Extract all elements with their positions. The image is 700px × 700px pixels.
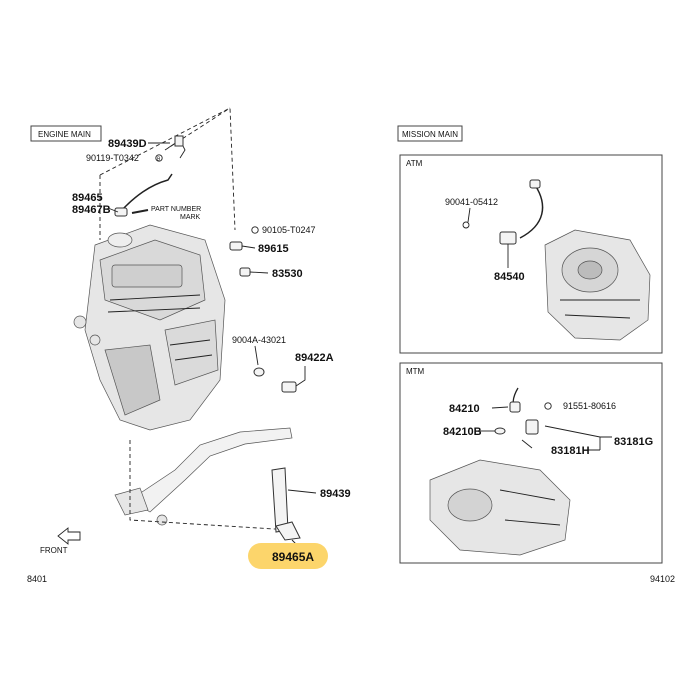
callout-89439: 89439	[320, 488, 351, 500]
leader-dash	[99, 107, 236, 240]
atm-box	[399, 154, 663, 354]
callout-9004a: 9004A-43021	[232, 335, 286, 345]
mtm-label: MTM	[406, 367, 425, 376]
callout-91551: 91551-80616	[563, 401, 616, 411]
engine-illustration	[73, 224, 226, 431]
callout-90041: 90041-05412	[445, 197, 498, 207]
atm-speed-sensor	[499, 179, 544, 245]
sensor-89615	[229, 241, 256, 251]
left-footer-id: 8401	[27, 574, 47, 584]
exhaust-pipe	[114, 427, 293, 526]
sensor-89422a	[281, 366, 306, 393]
engine-main-tag-box	[30, 125, 102, 142]
callout-84540: 84540	[494, 271, 525, 283]
callout-90105: 90105-T0247	[262, 225, 316, 235]
bracket-89439	[271, 467, 317, 533]
mission-main-tag-box	[397, 125, 463, 142]
sensor-89439d	[167, 135, 186, 159]
part-number-mark-1: PART NUMBER	[151, 206, 201, 213]
callout-89465a: 89465A	[272, 550, 314, 564]
mission-main-tag: MISSION MAIN	[402, 130, 458, 139]
sensor-83181	[521, 419, 539, 449]
ref-marker: B	[157, 157, 161, 163]
callout-89465: 89465	[72, 192, 103, 204]
callout-83530: 83530	[272, 268, 303, 280]
front-arrow-icon	[57, 527, 81, 545]
atm-label: ATM	[406, 159, 423, 168]
callout-89467b: 89467B	[72, 204, 111, 216]
part-number-mark-2: MARK	[180, 214, 201, 221]
oxygen-sensor-89465	[114, 173, 173, 217]
atm-transmission-illustration	[544, 229, 651, 341]
highlight-89465a	[248, 543, 328, 569]
right-footer-id: 94102	[650, 574, 675, 584]
callout-89422a: 89422A	[295, 352, 334, 364]
engine-main-tag: ENGINE MAIN	[38, 130, 91, 139]
callout-83181h: 83181H	[551, 445, 590, 457]
engine-panel: ENGINE MAIN 89439D 90119	[27, 107, 351, 584]
callout-83181g: 83181G	[614, 436, 653, 448]
mission-panel: MISSION MAIN ATM 90041-05412 84540 MTM	[397, 125, 675, 584]
leader-dash	[129, 440, 291, 531]
oxygen-sensor-89465a	[275, 521, 301, 547]
callout-84210: 84210	[449, 403, 480, 415]
callout-89615: 89615	[258, 243, 289, 255]
callout-84210b: 84210B	[443, 426, 482, 438]
mtm-transmission-illustration	[429, 459, 571, 556]
reverse-switch-84210	[491, 387, 521, 413]
callout-89439d: 89439D	[108, 138, 147, 150]
callout-90119: 90119-T0342	[86, 153, 139, 163]
front-label: FRONT	[40, 546, 68, 555]
mtm-box	[399, 362, 663, 564]
switch-83530	[239, 267, 269, 277]
